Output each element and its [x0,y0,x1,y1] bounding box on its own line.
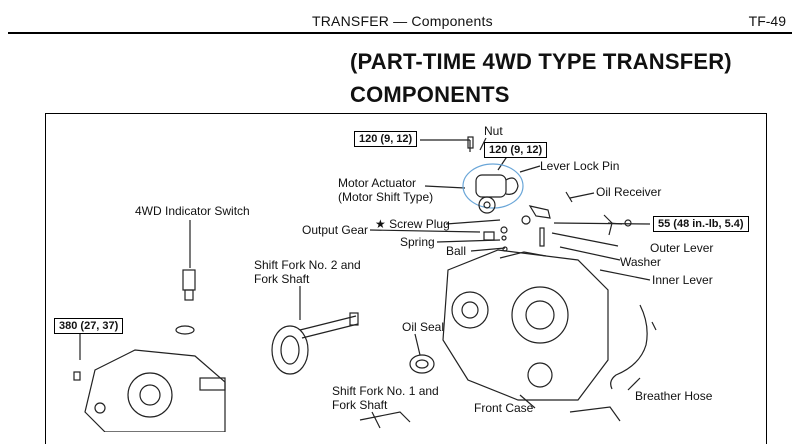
label-motor-actuator: Motor Actuator [338,176,417,190]
label-lever-lock-pin: Lever Lock Pin [540,159,620,173]
label-spring: Spring [400,235,435,249]
label-screw-plug: ★ Screw Plug [375,217,450,231]
label-front-case: Front Case [474,401,534,415]
label-4wd-indicator-switch: 4WD Indicator Switch [135,204,250,218]
page-subtitle: COMPONENTS [350,82,510,107]
label-shift-fork-1-line2: Fork Shaft [332,398,388,412]
header-section-title: TRANSFER — Components [312,13,493,29]
label-motor-shift-type: (Motor Shift Type) [338,190,434,204]
torque-spec-oil-receiver: 55 (48 in.-lb, 5.4) [653,216,749,232]
label-oil-seal: Oil Seal [402,320,445,334]
label-breather-hose: Breather Hose [635,389,713,403]
torque-spec-nut-lower: 120 (9, 12) [484,142,548,158]
label-shift-fork-2-line1: Shift Fork No. 2 and [254,258,361,272]
label-inner-lever: Inner Lever [652,273,713,287]
page-title: (PART-TIME 4WD TYPE TRANSFER) [350,49,732,74]
page-number: TF-49 [748,13,786,29]
label-ball: Ball [446,244,467,258]
label-washer: Washer [620,255,661,269]
torque-spec-indicator-switch: 380 (27, 37) [54,318,124,334]
diagram-frame [45,113,767,444]
torque-spec-nut-upper: 120 (9, 12) [354,131,418,147]
label-output-gear: Output Gear [302,223,369,237]
label-oil-receiver: Oil Receiver [596,185,662,199]
label-shift-fork-2-line2: Fork Shaft [254,272,310,286]
label-outer-lever: Outer Lever [650,241,714,255]
header-rule [8,32,792,34]
exploded-view-illustration [73,136,657,432]
label-shift-fork-1-line1: Shift Fork No. 1 and [332,384,439,398]
label-nut: Nut [484,124,503,138]
